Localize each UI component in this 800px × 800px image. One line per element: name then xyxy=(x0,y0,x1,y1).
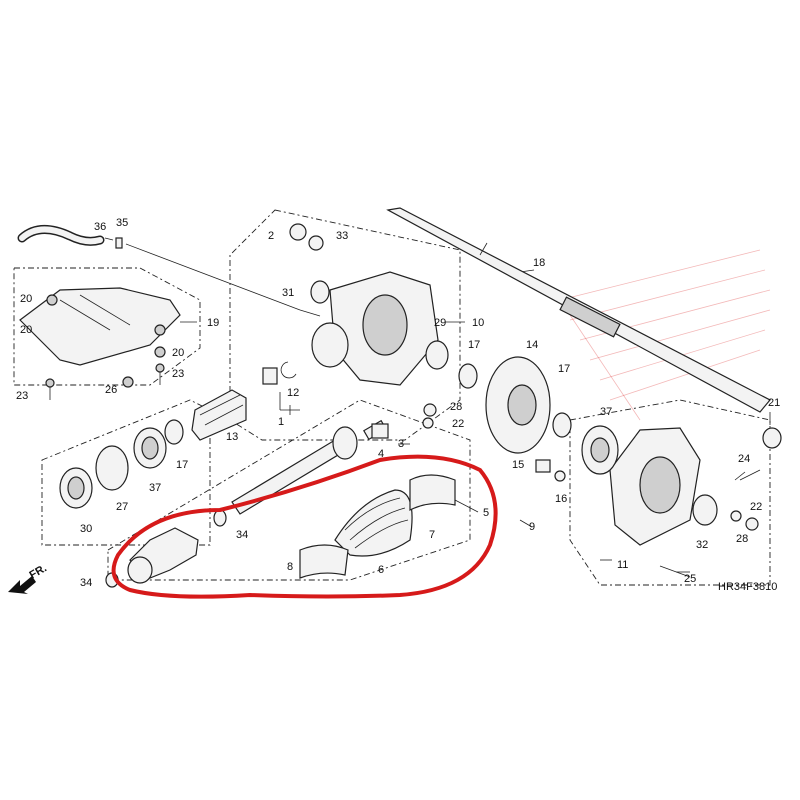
bearings-left xyxy=(59,419,184,509)
callout-12: 12 xyxy=(287,387,299,399)
boot-part xyxy=(334,489,413,557)
callout-23a: 23 xyxy=(172,368,184,380)
gear-case-part xyxy=(262,223,449,386)
front-label: FR. xyxy=(28,562,49,581)
callout-7: 7 xyxy=(429,529,435,541)
callout-28b: 28 xyxy=(736,533,748,545)
callout-15: 15 xyxy=(512,459,524,471)
bracket-part xyxy=(19,287,181,400)
callout-20a: 20 xyxy=(20,293,32,305)
callout-28a: 28 xyxy=(450,401,462,413)
highlight-outline xyxy=(111,454,498,599)
callout-34a: 34 xyxy=(236,529,248,541)
callout-32: 32 xyxy=(696,539,708,551)
callout-5: 5 xyxy=(483,507,489,519)
callout-36: 36 xyxy=(94,221,106,233)
callout-labels: 36 35 20 20 20 19 23 23 26 2 33 31 29 10… xyxy=(16,217,780,593)
callout-6: 6 xyxy=(378,564,384,576)
callout-3: 3 xyxy=(398,438,404,450)
u-joint-part xyxy=(105,527,199,588)
callout-code: HR34F3810 xyxy=(718,581,777,593)
callout-37a: 37 xyxy=(149,482,161,494)
callout-17b: 17 xyxy=(558,363,570,375)
callout-14: 14 xyxy=(526,339,538,351)
callout-17a: 17 xyxy=(468,339,480,351)
hose-part xyxy=(17,225,123,249)
ring-gear-part xyxy=(458,356,572,454)
callout-18: 18 xyxy=(533,257,545,269)
axle-shaft xyxy=(386,207,771,413)
callout-19: 19 xyxy=(207,317,219,329)
cover-part xyxy=(371,403,782,578)
callout-37b: 37 xyxy=(600,406,612,418)
callout-2: 2 xyxy=(268,230,274,242)
callout-21: 21 xyxy=(768,397,780,409)
callout-20b: 20 xyxy=(20,324,32,336)
callout-30: 30 xyxy=(80,523,92,535)
callout-17c: 17 xyxy=(176,459,188,471)
pinion-gear-part xyxy=(191,389,247,441)
callout-11: 11 xyxy=(617,559,628,571)
callout-26: 26 xyxy=(105,384,117,396)
callout-34b: 34 xyxy=(80,577,92,589)
callout-29: 29 xyxy=(434,317,446,329)
callout-22a: 22 xyxy=(452,418,464,430)
propeller-shaft-part xyxy=(213,419,387,527)
band-parts xyxy=(299,474,456,579)
front-arrow-icon: FR. xyxy=(8,562,49,594)
callout-1: 1 xyxy=(278,416,284,428)
callout-13: 13 xyxy=(226,431,238,443)
callout-31: 31 xyxy=(282,287,294,299)
callout-24: 24 xyxy=(738,453,750,465)
callout-16: 16 xyxy=(555,493,567,505)
callout-20c: 20 xyxy=(172,347,184,359)
callout-33: 33 xyxy=(336,230,348,242)
callout-25: 25 xyxy=(684,573,696,585)
callout-8: 8 xyxy=(287,561,293,573)
callout-22b: 22 xyxy=(750,501,762,513)
leader-lines xyxy=(104,237,771,573)
callout-23b: 23 xyxy=(16,390,28,402)
callout-4: 4 xyxy=(378,448,384,460)
callout-9: 9 xyxy=(529,521,535,533)
callout-27: 27 xyxy=(116,501,128,513)
callout-35: 35 xyxy=(116,217,128,229)
callout-10: 10 xyxy=(472,317,484,329)
